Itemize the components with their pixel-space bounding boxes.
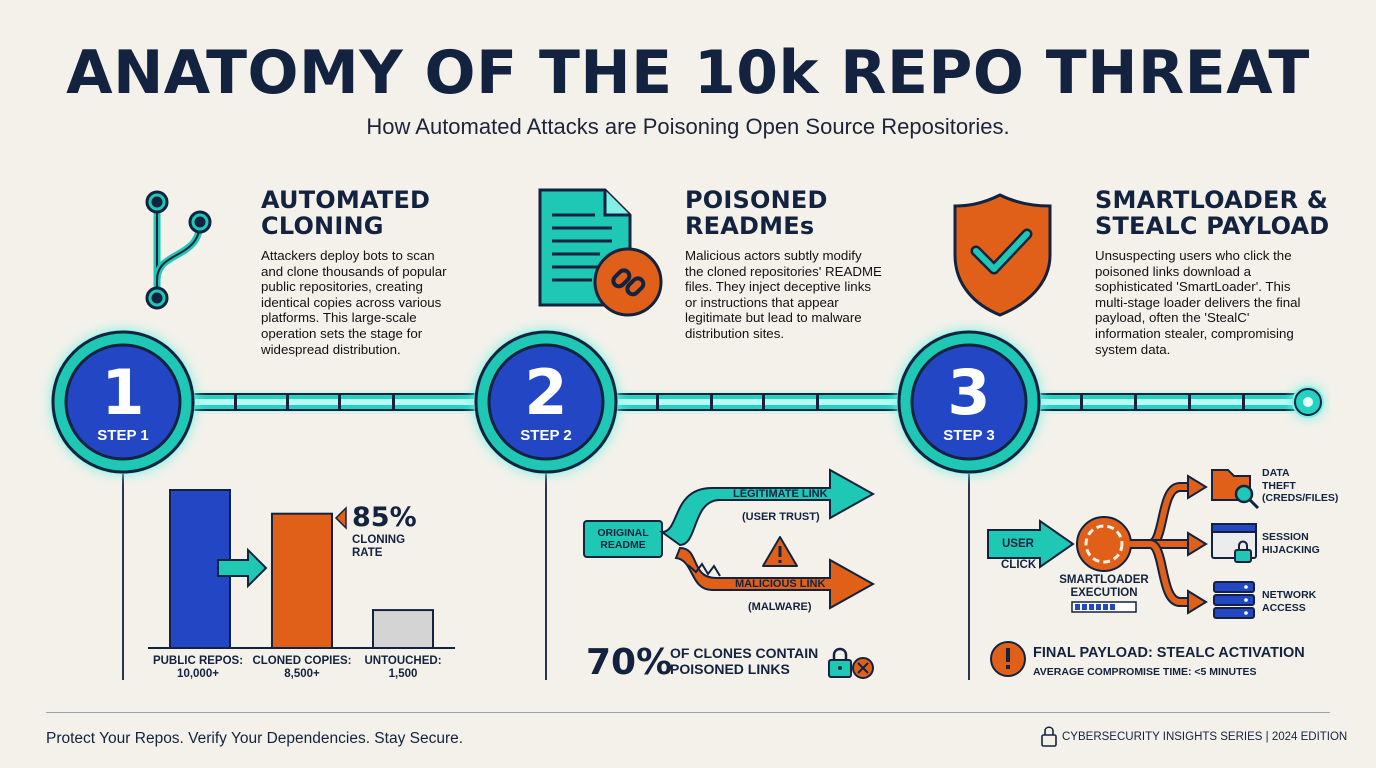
malicious-link-label: MALICIOUS LINK <box>735 578 826 590</box>
callout-pointer-icon <box>334 506 347 530</box>
branch-arrows <box>1130 474 1208 615</box>
user-click-arrow <box>987 519 1075 569</box>
step-2-heading: POISONED READMEs <box>685 186 828 240</box>
warning-icon <box>762 536 798 567</box>
footer-lock-icon <box>1041 726 1057 747</box>
chart-arrow-icon <box>217 547 268 589</box>
description-line: files. They inject deceptive links <box>685 279 872 295</box>
step-circle-2 <box>474 330 618 474</box>
connector-line-3 <box>968 466 970 680</box>
description-line: identical copies across various <box>261 294 442 310</box>
description-line: platforms. This large-scale <box>261 310 417 326</box>
step-number-2: 2 <box>524 356 568 429</box>
step-3-heading: SMARTLOADER & STEALC PAYLOAD <box>1095 186 1330 240</box>
description-line: Unsuspecting users who click the <box>1095 248 1292 263</box>
alert-icon <box>990 641 1026 677</box>
user-click-label-1: USER <box>1002 538 1034 550</box>
connector-line-2 <box>545 466 547 680</box>
connector-line-1 <box>122 466 124 680</box>
footer-series: CYBERSECURITY INSIGHTS SERIES | 2024 EDI… <box>1062 731 1348 743</box>
git-branch-icon <box>145 190 212 310</box>
description-line: legitimate but lead to malware <box>685 310 862 326</box>
description-line: distribution sites. <box>685 325 785 341</box>
description-line: the cloned repositories' README <box>685 263 882 279</box>
chart-bar-2 <box>372 609 434 650</box>
shield-check-icon <box>953 193 1052 317</box>
chart-label-untouched: UNTOUCHED: 1,500 <box>364 655 442 680</box>
chart-label-cloned: CLONED COPIES: 8,500+ <box>252 655 352 680</box>
description-line: and clone thousands of popular <box>261 263 447 279</box>
description-line: information stealer, compromising <box>1095 325 1294 341</box>
description-line: widespread distribution. <box>261 341 401 357</box>
poisoned-stat-label: OF CLONES CONTAIN POISONED LINKS <box>670 645 819 677</box>
description-line: or instructions that appear <box>685 294 839 310</box>
zigzag-icon <box>687 562 721 577</box>
description-line: operation sets the stage for <box>261 325 423 341</box>
legitimate-link-arrow <box>658 468 876 547</box>
page-title: ANATOMY OF THE 10k REPO THREAT <box>66 38 1310 108</box>
description-line: sophisticated 'SmartLoader'. This <box>1095 279 1291 295</box>
step-number-3: 3 <box>947 356 991 429</box>
poisoned-stat-value: 70% <box>586 642 673 683</box>
outcome-network-access: NETWORK ACCESS <box>1262 589 1317 614</box>
original-readme-label: ORIGINAL README <box>597 527 649 551</box>
description-line: public repositories, creating <box>261 279 423 295</box>
loader-spinner-icon <box>1076 516 1132 572</box>
description-line: poisoned links download a <box>1095 263 1251 279</box>
step-circle-1 <box>51 330 195 474</box>
description-line: payload, often the 'StealC' <box>1095 310 1250 326</box>
block-icon <box>852 657 874 679</box>
outcome-session-hijacking: SESSION HIJACKING <box>1262 531 1320 556</box>
step-label-2: STEP 2 <box>520 427 572 444</box>
malicious-link-sub: (MALWARE) <box>748 601 812 613</box>
footer-tagline: Protect Your Repos. Verify Your Dependen… <box>46 730 464 747</box>
loader-label: SMARTLOADER EXECUTION <box>1059 574 1149 599</box>
step-circle-3 <box>897 330 1041 474</box>
description-line: Attackers deploy bots to scan <box>261 248 435 263</box>
cloning-rate-value: 85% <box>352 502 417 533</box>
page-subtitle: How Automated Attacks are Poisoning Open… <box>366 114 1010 139</box>
chart-label-public: PUBLIC REPOS: 10,000+ <box>152 655 244 680</box>
description-line: system data. <box>1095 341 1171 357</box>
legitimate-link-label: LEGITIMATE LINK <box>733 488 828 500</box>
folder-search-icon <box>1211 469 1260 510</box>
server-icon <box>1213 581 1255 619</box>
malicious-link-arrow <box>674 546 876 610</box>
document-link-icon <box>538 188 663 317</box>
timeline-end-node <box>1292 386 1324 418</box>
description-line: multi-stage loader delivers the final <box>1095 294 1301 310</box>
cloning-rate-label: CLONING RATE <box>352 534 406 559</box>
step-1-heading: AUTOMATED CLONING <box>261 186 431 240</box>
step-number-1: 1 <box>101 356 145 429</box>
final-payload-sub: AVERAGE COMPROMISE TIME: <5 MINUTES <box>1033 666 1257 678</box>
timeline-bar <box>119 393 1311 411</box>
description-line: Malicious actors subtly modify <box>685 248 862 263</box>
chart-bar-1 <box>271 512 333 650</box>
outcome-data-theft: DATA THEFT (CREDS/FILES) <box>1262 467 1339 504</box>
browser-lock-icon <box>1211 523 1257 563</box>
user-click-label-2: CLICK <box>1001 559 1037 571</box>
original-readme-box <box>583 520 663 558</box>
lock-icon <box>828 647 852 678</box>
final-payload-title: FINAL PAYLOAD: STEALC ACTIVATION <box>1033 645 1305 661</box>
step-label-1: STEP 1 <box>97 427 149 444</box>
loader-progress-bar <box>1071 601 1137 613</box>
footer-divider <box>46 712 1330 713</box>
step-label-3: STEP 3 <box>943 427 995 444</box>
legitimate-link-sub: (USER TRUST) <box>742 511 820 523</box>
